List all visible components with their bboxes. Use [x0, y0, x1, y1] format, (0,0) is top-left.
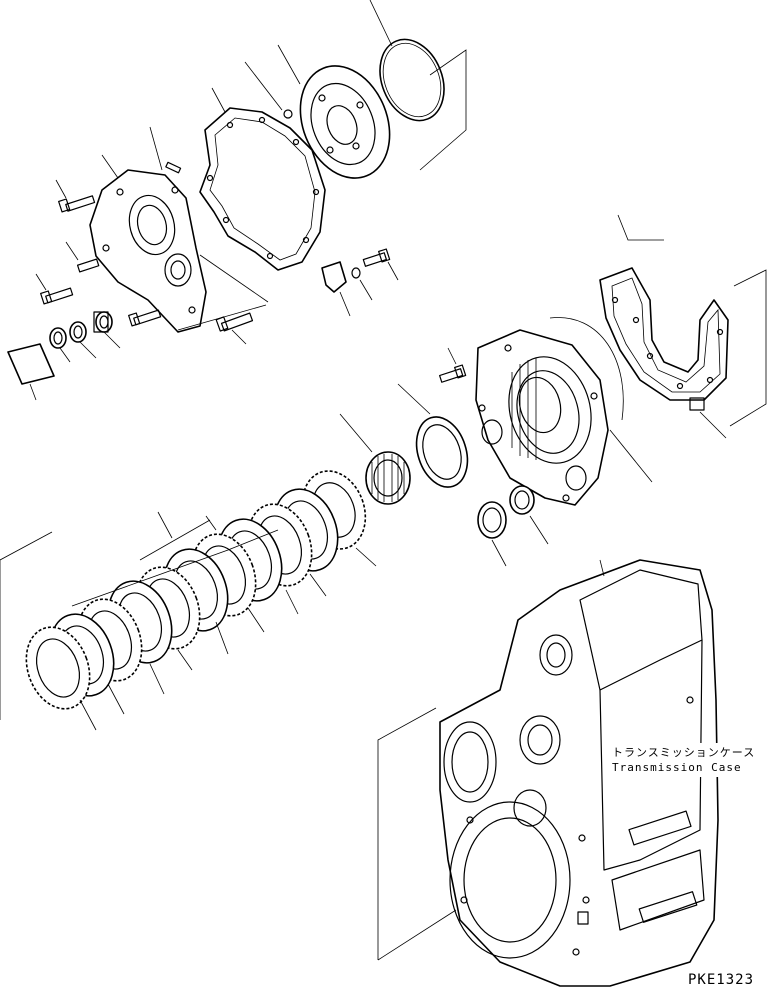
plate-11: [25, 626, 91, 710]
bolt-set-left: [35, 179, 254, 345]
callout-japanese: トランスミッションケース: [612, 746, 755, 759]
gasket: [199, 87, 326, 271]
gasket-right: [599, 214, 767, 439]
small-bracket-and-bolt: [321, 248, 399, 317]
drawing-code: PKE1323: [688, 972, 754, 988]
transmission-case-callout: トランスミッションケース Transmission Case: [606, 743, 764, 777]
clutch-disc-stack: [0, 470, 377, 731]
callout-english: Transmission Case: [612, 761, 742, 774]
name-plate: [7, 343, 55, 401]
seal-ring: [397, 383, 469, 488]
carrier-housing: [475, 317, 653, 506]
collar-pair: [477, 485, 549, 567]
bolt-center: [439, 347, 467, 383]
transmission-case: [377, 559, 719, 987]
needle-bearing: [339, 413, 411, 505]
retainer-housing: [89, 126, 269, 333]
clutch-piston: [244, 44, 391, 179]
sleeve-bearing-set: [49, 311, 121, 363]
bracket-line-top-right: [419, 49, 467, 171]
